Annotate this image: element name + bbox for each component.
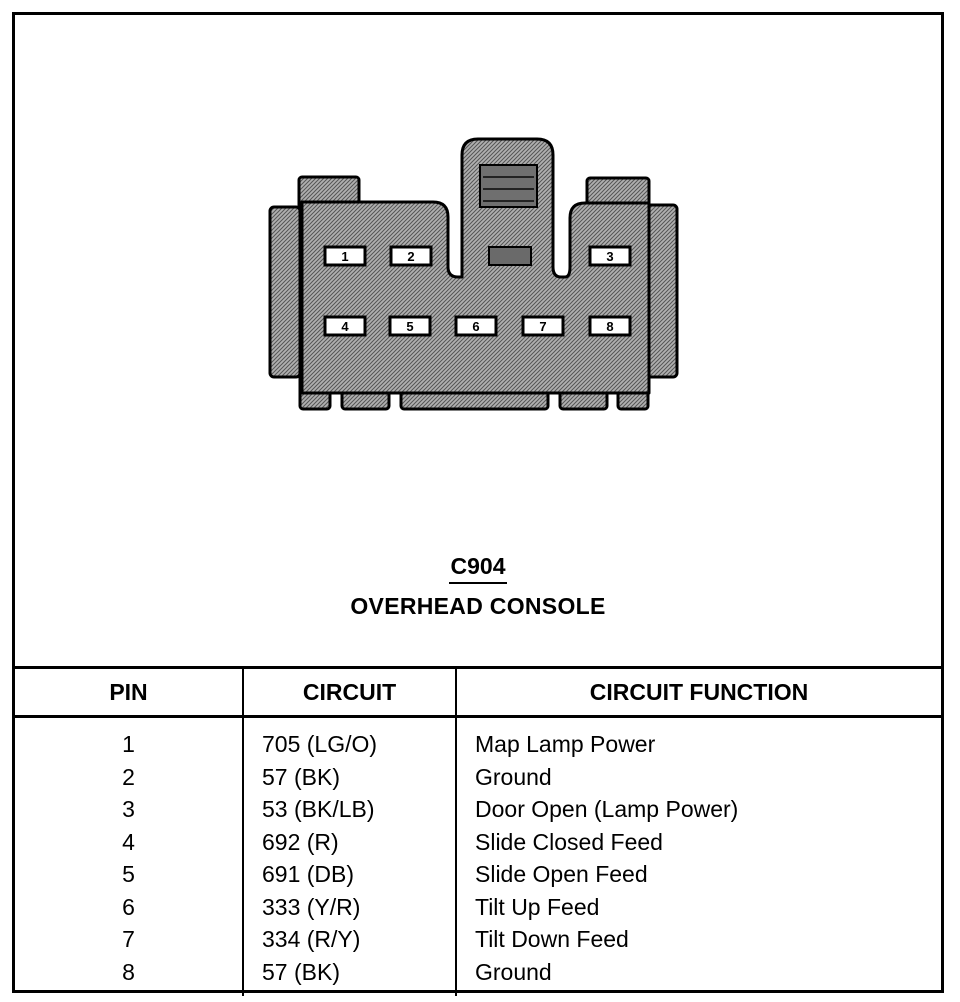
circuit-cell: 57 (BK) — [242, 955, 456, 996]
cavity-5: 5 — [388, 315, 432, 337]
cavity-label-1: 1 — [341, 249, 348, 264]
diagram-frame: 1 2 3 4 5 6 7 — [12, 12, 944, 996]
pin-table: PIN CIRCUIT CIRCUIT FUNCTION 1 705 (LG/O)… — [15, 666, 941, 996]
table-header-row: PIN CIRCUIT CIRCUIT FUNCTION — [15, 666, 941, 718]
circuit-cell: 691 (DB) — [242, 858, 456, 891]
cavity-label-4: 4 — [341, 319, 349, 334]
cavity-1: 1 — [323, 245, 367, 267]
circuit-function-cell: Slide Closed Feed — [455, 825, 941, 858]
cavity-label-7: 7 — [539, 319, 546, 334]
cavity-label-2: 2 — [407, 249, 414, 264]
pin-cell: 7 — [122, 926, 135, 952]
circuit-function-cell: Door Open (Lamp Power) — [455, 793, 941, 826]
pin-cell: 6 — [122, 893, 135, 920]
pin-cell: 8 — [122, 958, 135, 985]
pin-cell: 2 — [122, 763, 135, 790]
circuit-cell: 333 (Y/R) — [242, 890, 456, 923]
cavity-label-6: 6 — [472, 319, 479, 334]
circuit-cell: 57 (BK) — [242, 760, 456, 793]
table-row: 2 57 (BK)Ground — [15, 760, 941, 793]
circuit-function-cell: Tilt Up Feed — [455, 890, 941, 923]
pin-cell: 5 — [122, 861, 135, 887]
pin-cell: 1 — [122, 731, 135, 757]
cavity-label-8: 8 — [606, 319, 613, 334]
table-row: 7 334 (R/Y)Tilt Down Feed — [15, 923, 941, 956]
cavity-2: 2 — [389, 245, 433, 267]
circuit-function-cell: Map Lamp Power — [455, 716, 941, 761]
circuit-cell: 334 (R/Y) — [242, 923, 456, 956]
circuit-function-cell: Tilt Down Feed — [455, 923, 941, 956]
circuit-function-cell: Ground — [455, 760, 941, 793]
circuit-cell: 53 (BK/LB) — [242, 793, 456, 826]
connector-id-text: C904 — [448, 553, 508, 584]
connector-id: C904 — [15, 553, 941, 584]
table-row: 4 692 (R)Slide Closed Feed — [15, 825, 941, 858]
circuit-cell: 692 (R) — [242, 825, 456, 858]
table-row: 5 691 (DB)Slide Open Feed — [15, 858, 941, 891]
circuit-function-cell: Ground — [455, 955, 941, 996]
circuit-cell: 705 (LG/O) — [242, 716, 456, 761]
circuit-function-cell: Slide Open Feed — [455, 858, 941, 891]
connector-diagram: 1 2 3 4 5 6 7 — [15, 15, 941, 666]
table-row: 3 53 (BK/LB)Door Open (Lamp Power) — [15, 793, 941, 826]
cavity-3: 3 — [588, 245, 632, 267]
pin-cell: 4 — [122, 828, 135, 855]
header-circuit: CIRCUIT — [242, 666, 456, 718]
cavity-6: 6 — [454, 315, 498, 337]
connector-body — [268, 137, 679, 411]
cavity-4: 4 — [323, 315, 367, 337]
cavity-8: 8 — [588, 315, 632, 337]
pin-cell: 3 — [122, 796, 135, 822]
cavity-7: 7 — [521, 315, 565, 337]
cavity-label-5: 5 — [406, 319, 413, 334]
cavity-label-3: 3 — [606, 249, 613, 264]
header-pin: PIN — [15, 666, 243, 718]
connector-name: OVERHEAD CONSOLE — [350, 593, 606, 619]
table-row: 8 57 (BK)Ground — [15, 955, 941, 996]
table-row: 6 333 (Y/R)Tilt Up Feed — [15, 890, 941, 923]
table-row: 1 705 (LG/O)Map Lamp Power — [15, 716, 941, 761]
connector-face-drawing: 1 2 3 4 5 6 7 — [268, 137, 679, 411]
header-circuit-function: CIRCUIT FUNCTION — [455, 666, 941, 718]
